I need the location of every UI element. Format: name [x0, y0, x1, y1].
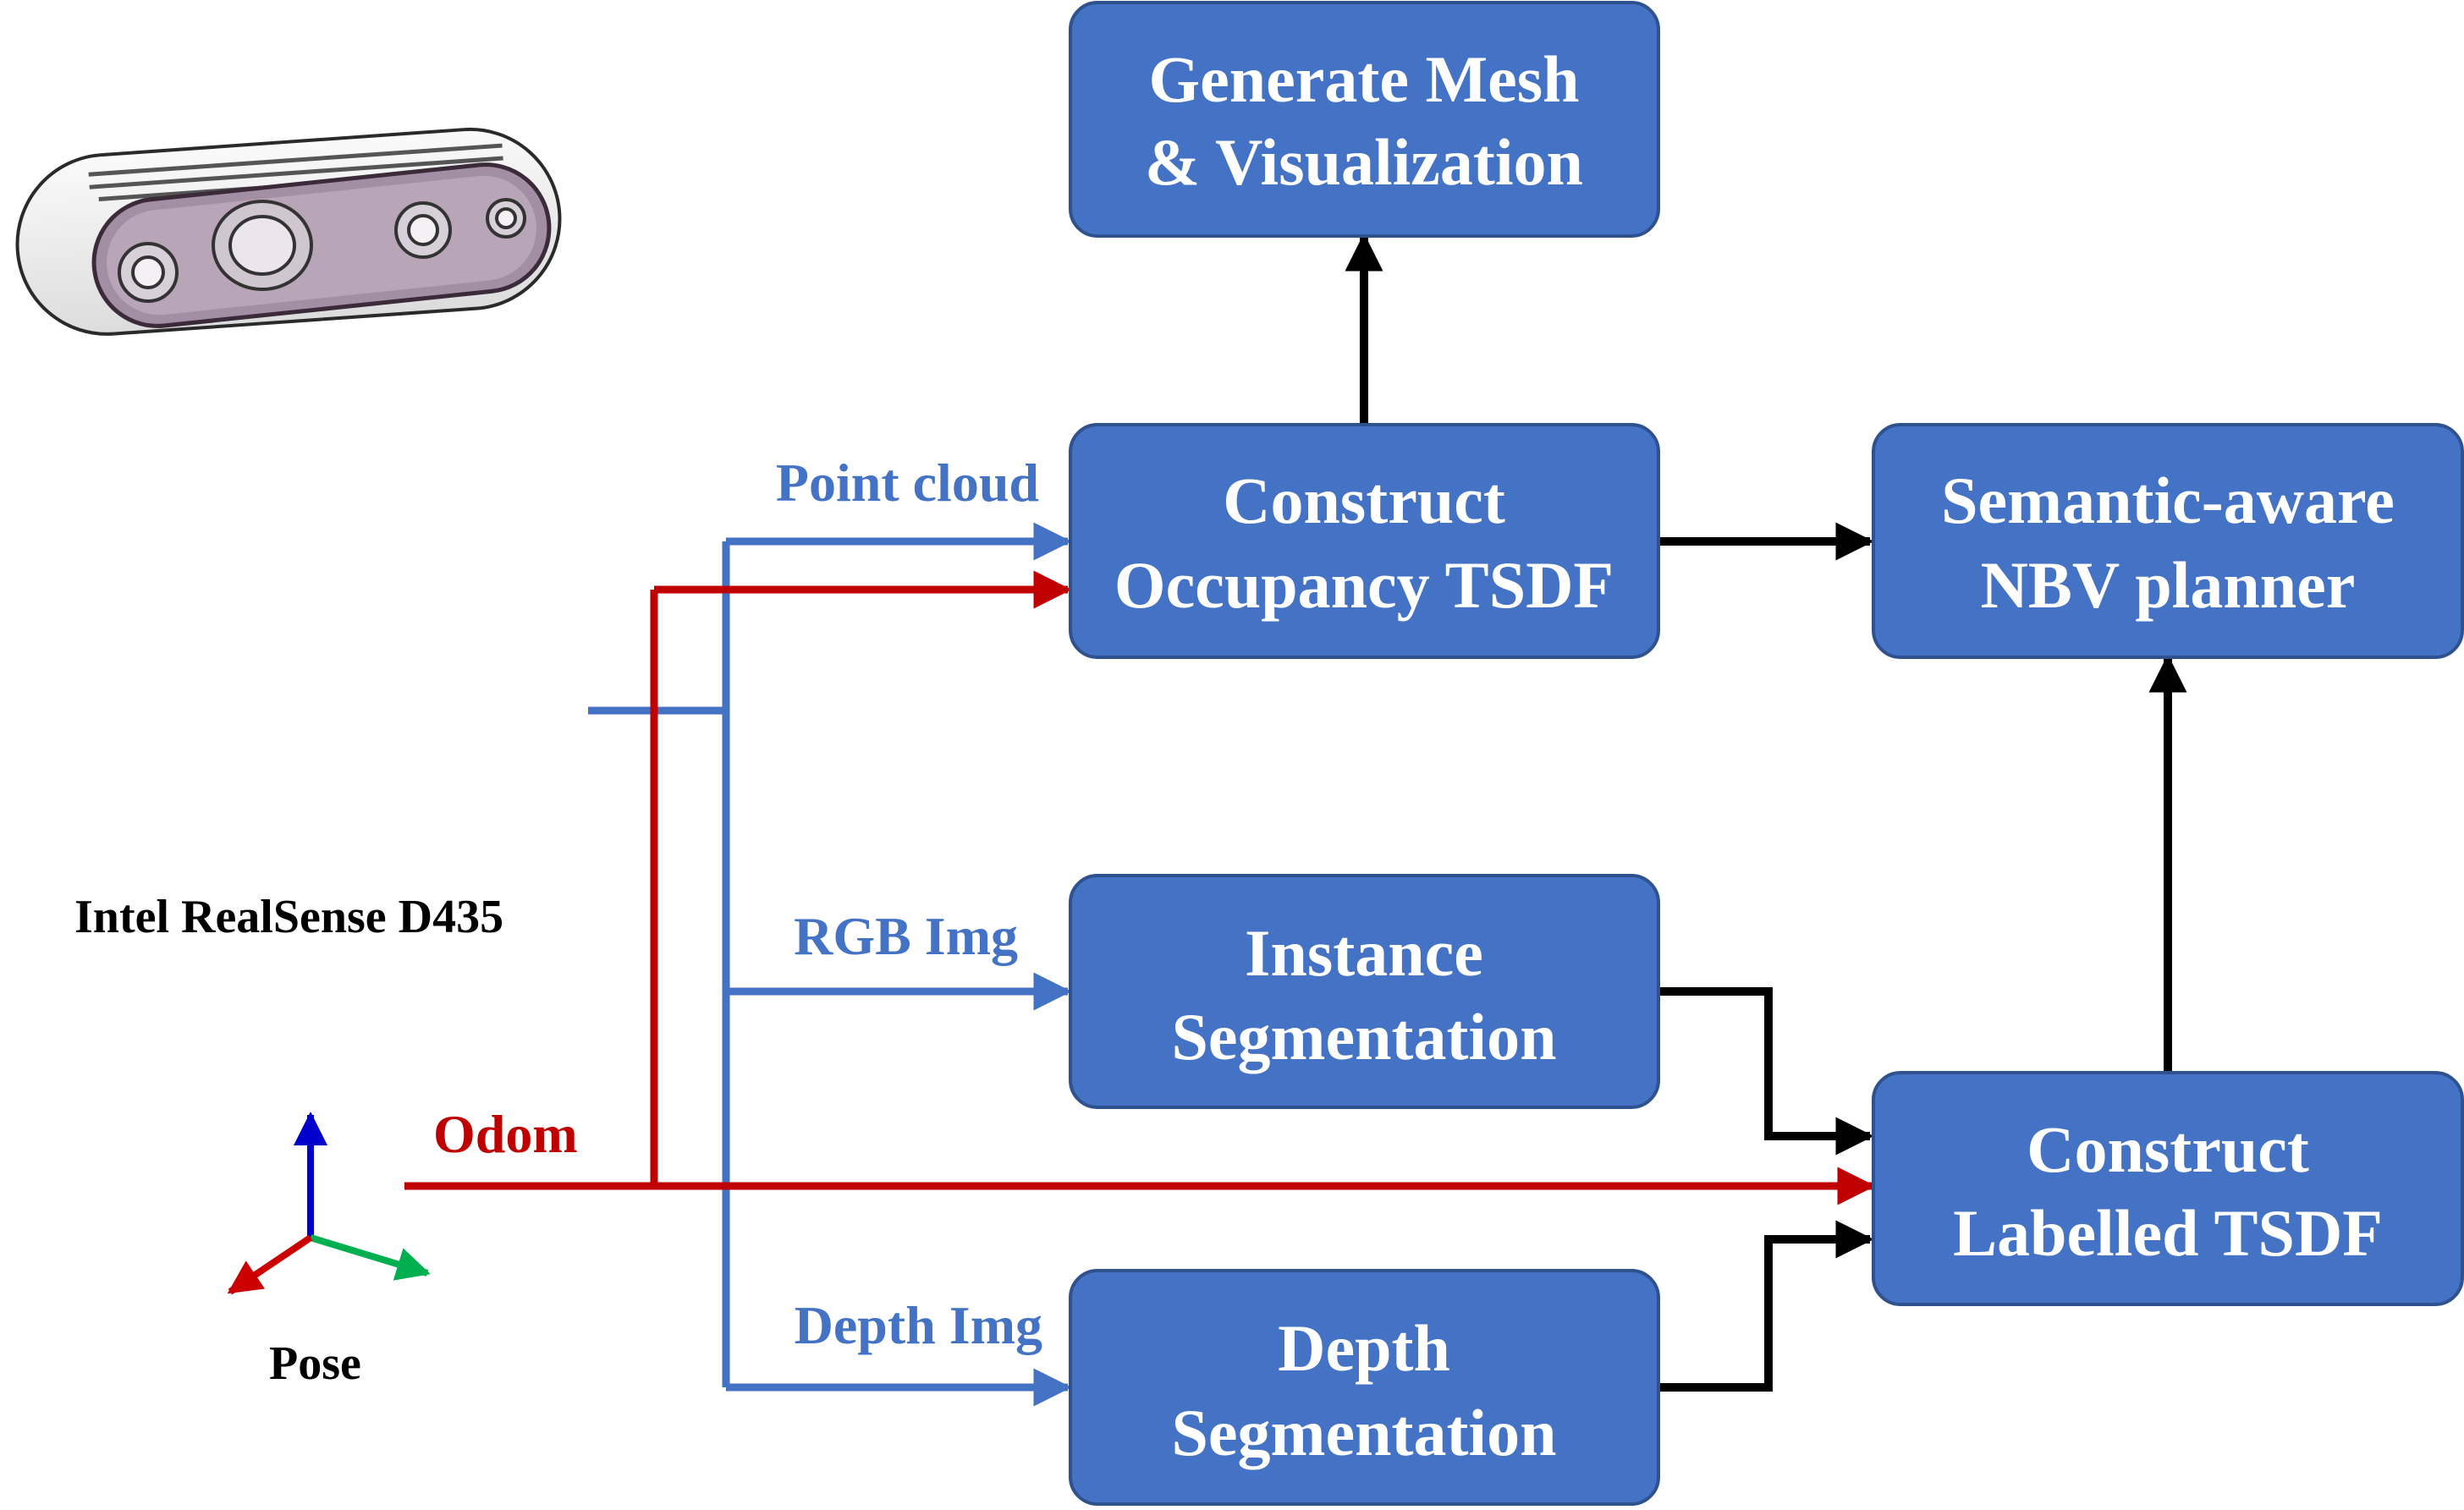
label-depth-img: Depth Img — [795, 1295, 1042, 1355]
sensor-connectors — [588, 522, 1072, 1407]
box-occupancy-tsdf: Construct Occupancy TSDF — [1069, 423, 1660, 659]
label-point-cloud: Point cloud — [776, 453, 1039, 513]
box-instance-segmentation-line2: Segmentation — [1172, 1000, 1557, 1073]
box-nbv-planner-line2: NBV planner — [1981, 548, 2356, 622]
box-occupancy-tsdf-line2: Occupancy TSDF — [1114, 548, 1614, 622]
box-generate-mesh: Generate Mesh & Visualization — [1069, 1, 1660, 238]
label-odom: Odom — [433, 1104, 578, 1164]
box-nbv-planner: Semantic-aware NBV planner — [1872, 423, 2464, 659]
box-depth-segmentation-line2: Segmentation — [1172, 1396, 1557, 1469]
coordinate-axes-icon — [227, 1112, 431, 1295]
box-instance-segmentation: Instance Segmentation — [1069, 874, 1660, 1109]
box-depth-segmentation-line1: Depth — [1278, 1311, 1450, 1385]
box-nbv-planner-line1: Semantic-aware — [1941, 464, 2395, 537]
box-occupancy-tsdf-line1: Construct — [1223, 464, 1505, 537]
realsense-camera-icon — [15, 127, 562, 336]
box-labelled-tsdf-line2: Labelled TSDF — [1953, 1196, 2383, 1270]
box-generate-mesh-line1: Generate Mesh — [1149, 42, 1580, 116]
odom-connectors — [404, 570, 1876, 1205]
box-labelled-tsdf-line1: Construct — [2027, 1112, 2309, 1186]
flow-connectors — [1345, 233, 2187, 1392]
box-generate-mesh-line2: & Visualization — [1145, 125, 1583, 199]
label-rgb-img: RGB Img — [794, 906, 1018, 966]
box-depth-segmentation: Depth Segmentation — [1069, 1269, 1660, 1506]
box-labelled-tsdf: Construct Labelled TSDF — [1872, 1071, 2464, 1306]
label-pose: Pose — [269, 1337, 361, 1390]
box-instance-segmentation-line1: Instance — [1245, 916, 1483, 990]
label-camera: Intel RealSense D435 — [74, 891, 503, 943]
